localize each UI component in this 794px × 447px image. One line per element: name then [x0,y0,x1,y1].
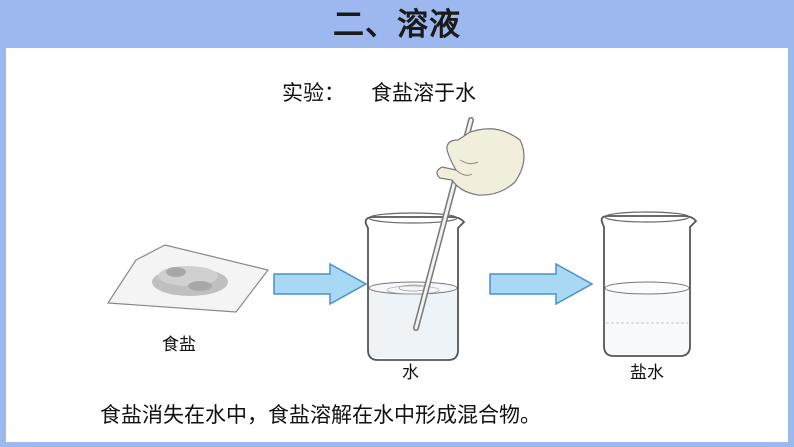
experiment-name: 食盐溶于水 [371,81,476,105]
slide-title: 二、溶液 [333,7,461,43]
content-panel [6,48,788,442]
experiment-label: 实验： [282,81,345,105]
beaker-icon [600,211,698,357]
slide-header: 二、溶液 [0,0,794,48]
hand-icon [436,128,525,196]
experiment-heading: 实验： 食盐溶于水 [282,78,476,108]
salt-water-label: 盐水 [630,363,664,383]
water-label: 水 [402,363,419,383]
conclusion-text: 食盐消失在水中，食盐溶解在水中形成混合物。 [100,403,541,427]
arrow-right-icon [273,262,368,306]
salt-label: 食盐 [162,335,196,355]
arrow-right-icon [489,262,594,306]
salt-on-paper-icon [106,244,270,313]
beaker-icon [364,212,466,361]
